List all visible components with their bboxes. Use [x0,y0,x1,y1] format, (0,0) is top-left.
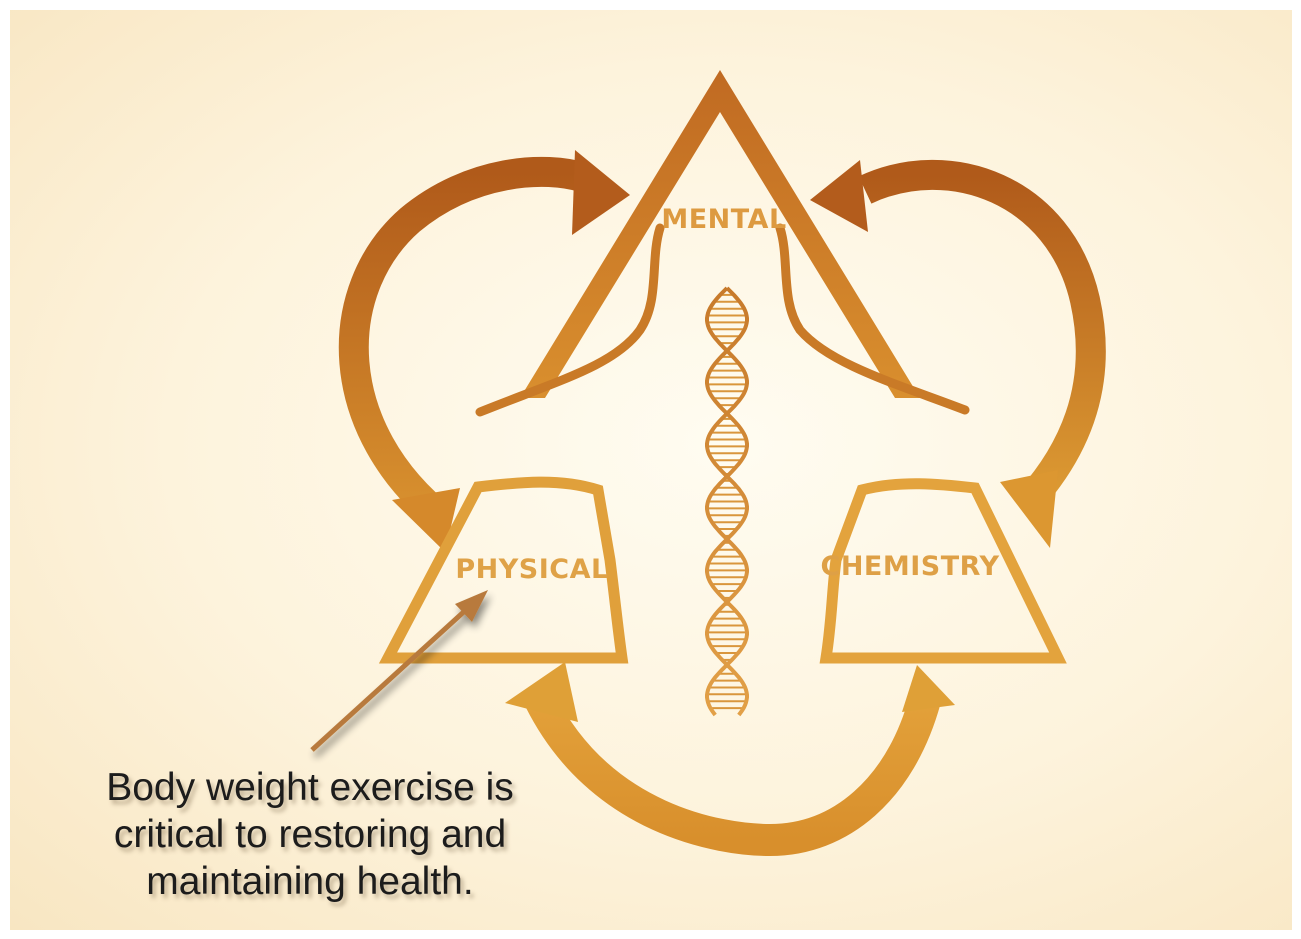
chemistry-label: CHEMISTRY [821,551,1000,582]
dna-helix-icon [707,288,747,715]
annotation-line-1: Body weight exercise is [30,764,590,811]
mental-node: MENTAL [480,70,965,412]
physical-label: PHYSICAL [455,554,608,585]
arrow-head-to-mental-left [572,150,630,235]
arrow-head-to-mental-right [810,160,868,232]
annotation-line-3: maintaining health. [30,858,590,905]
arrow-head-to-chemistry-bottom [902,665,955,712]
arrow-head-to-chemistry [1000,470,1058,548]
annotation-caption: Body weight exercise is critical to rest… [30,764,590,905]
callout-arrow [312,590,488,750]
annotation-line-2: critical to restoring and [30,811,590,858]
mental-label: MENTAL [661,204,786,235]
